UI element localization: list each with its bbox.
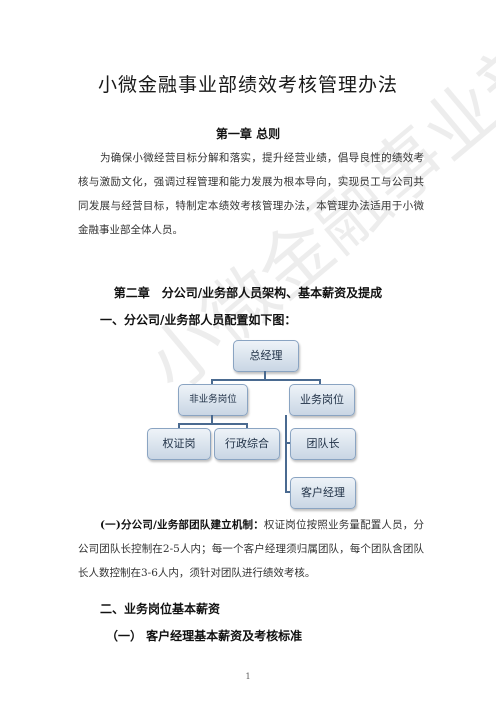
org-node-account-manager: 客户经理 bbox=[290, 477, 356, 509]
team-rule-text: 权证岗位按照业务量配置人员，分公司团队长控制在2-5人内；每一个客户经理须归属团… bbox=[78, 519, 424, 579]
org-node-non-business: 非业务岗位 bbox=[178, 384, 248, 416]
org-node-warrant: 权证岗 bbox=[147, 428, 211, 460]
page-number: 1 bbox=[245, 672, 251, 681]
chapter-2-heading: 第二章 分公司/业务部人员架构、基本薪资及提成 bbox=[113, 286, 383, 300]
chapter-1-paragraph: 为确保小微经营目标分解和落实，提升经营业绩，倡导良性的绩效考核与激励文化，强调过… bbox=[78, 152, 424, 236]
org-node-admin: 行政综合 bbox=[214, 428, 280, 460]
team-rule-paragraph: (一)分公司/业务部团队建立机制：权证岗位按照业务量配置人员，分公司团队长控制在… bbox=[78, 513, 424, 585]
org-node-business: 业务岗位 bbox=[289, 384, 355, 416]
subsection-1-heading: （一） 客户经理基本薪资及考核标准 bbox=[106, 629, 303, 643]
section-1-heading: 一、分公司/业务部人员配置如下图： bbox=[100, 313, 297, 327]
org-node-team-leader: 团队长 bbox=[290, 428, 356, 460]
chapter-1-heading: 第一章 总则 bbox=[215, 127, 281, 141]
org-node-general-manager: 总经理 bbox=[233, 340, 299, 372]
team-rule-label: (一)分公司/业务部团队建立机制： bbox=[100, 519, 264, 531]
section-2-heading: 二、业务岗位基本薪资 bbox=[100, 602, 221, 616]
document-title: 小微金融事业部绩效考核管理办法 bbox=[97, 74, 398, 96]
